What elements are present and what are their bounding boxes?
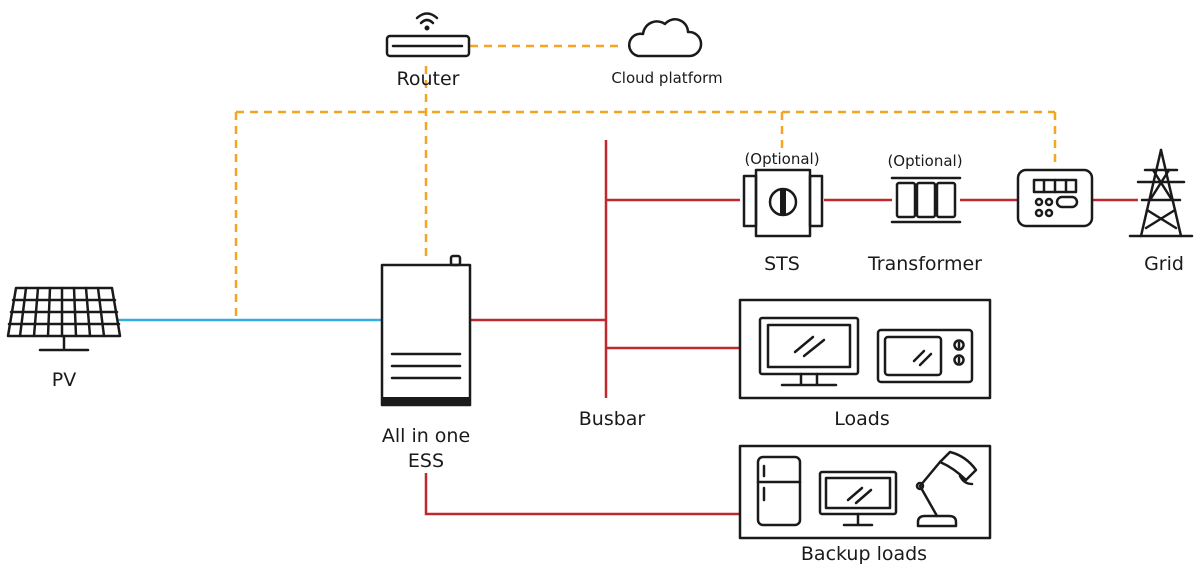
- transformer-optional-label: (Optional): [887, 152, 962, 170]
- fridge-icon: [756, 455, 802, 527]
- pv-label: PV: [52, 369, 76, 391]
- backup-loads-box: [738, 444, 992, 540]
- desk-lamp-icon: [915, 450, 978, 528]
- ess-cabinet-icon: [380, 254, 472, 407]
- cloud-platform-label: Cloud platform: [611, 69, 722, 87]
- sts-switch-icon: [742, 168, 824, 238]
- router-icon: [385, 34, 471, 58]
- power-lines: [424, 140, 1138, 516]
- tv-icon: [758, 316, 860, 387]
- meter-icon: [1016, 168, 1094, 228]
- wifi-icon: [415, 12, 439, 31]
- monitor-icon: [818, 470, 898, 527]
- pylon-icon: [1128, 148, 1194, 238]
- ess-to-backup-loads: [424, 473, 740, 516]
- router-label: Router: [397, 68, 460, 90]
- cloud-icon: [628, 18, 703, 58]
- microwave-icon: [876, 328, 974, 384]
- comm-lines: [234, 44, 1057, 320]
- transformer-label: Transformer: [867, 253, 982, 275]
- ess-label-line1: All in one: [382, 425, 470, 447]
- grid-label: Grid: [1144, 253, 1184, 275]
- sts-optional-label: (Optional): [744, 150, 819, 168]
- loads-label: Loads: [834, 408, 889, 430]
- backup-loads-label: Backup loads: [801, 543, 927, 565]
- sts-label: STS: [764, 253, 800, 275]
- transformer-icon: [890, 176, 962, 224]
- loads-box: [738, 298, 992, 400]
- solar-panel-icon: [6, 286, 122, 352]
- ess-label-line2: ESS: [408, 450, 444, 472]
- busbar-label: Busbar: [579, 408, 646, 430]
